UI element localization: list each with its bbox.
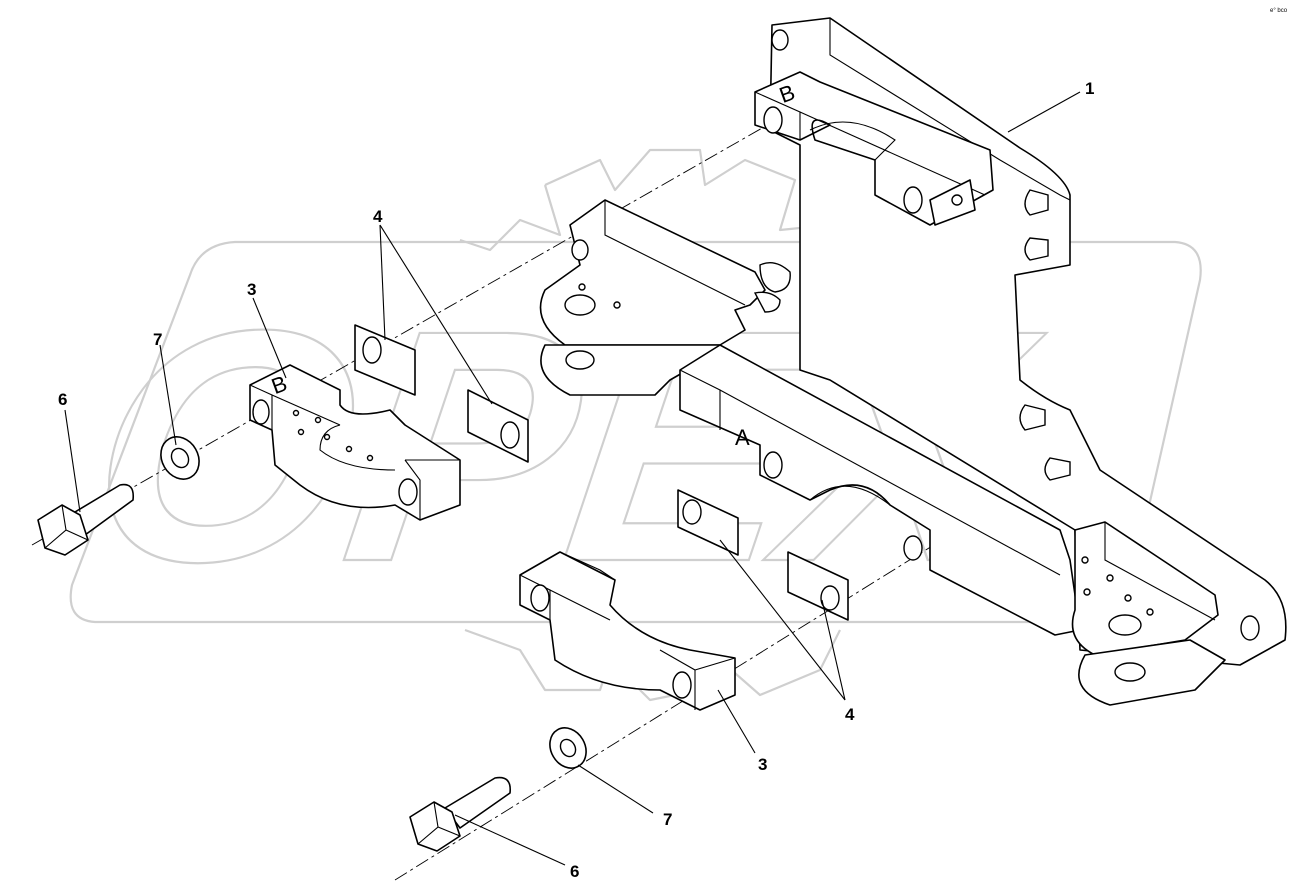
watermark-gear-lower [464, 628, 841, 702]
watermark-gear [459, 148, 861, 256]
callout-7-upper: 7 [153, 330, 162, 349]
callout-1: 1 [1085, 79, 1094, 98]
callout-7-lower: 7 [663, 810, 672, 829]
shim-upper-left [354, 324, 416, 396]
callouts: 1 3 3 4 4 6 6 7 7 [58, 79, 1094, 881]
shim-lower-right [787, 551, 849, 621]
callout-4-upper: 4 [373, 207, 383, 226]
corner-mark: e° bco [1270, 8, 1288, 14]
callout-6-lower: 6 [570, 862, 579, 881]
bearing-cap-lower [519, 551, 736, 711]
assembly-axis-upper [31, 94, 821, 546]
callout-3-lower: 3 [758, 755, 767, 774]
washer-lower [549, 727, 587, 769]
leader-lines [64, 91, 1081, 866]
washer-upper [160, 436, 200, 480]
shim-lower-left [677, 489, 739, 556]
shim-upper-right [467, 389, 529, 463]
callout-4-lower: 4 [845, 705, 855, 724]
callout-6-upper: 6 [58, 390, 67, 409]
bolt-upper [37, 483, 135, 556]
main-frame: A [539, 17, 1287, 706]
bearing-cap-upper: B [249, 364, 461, 521]
frame-letter-a: A [735, 425, 750, 450]
bolt-lower [409, 776, 512, 852]
callout-3-upper: 3 [247, 280, 256, 299]
